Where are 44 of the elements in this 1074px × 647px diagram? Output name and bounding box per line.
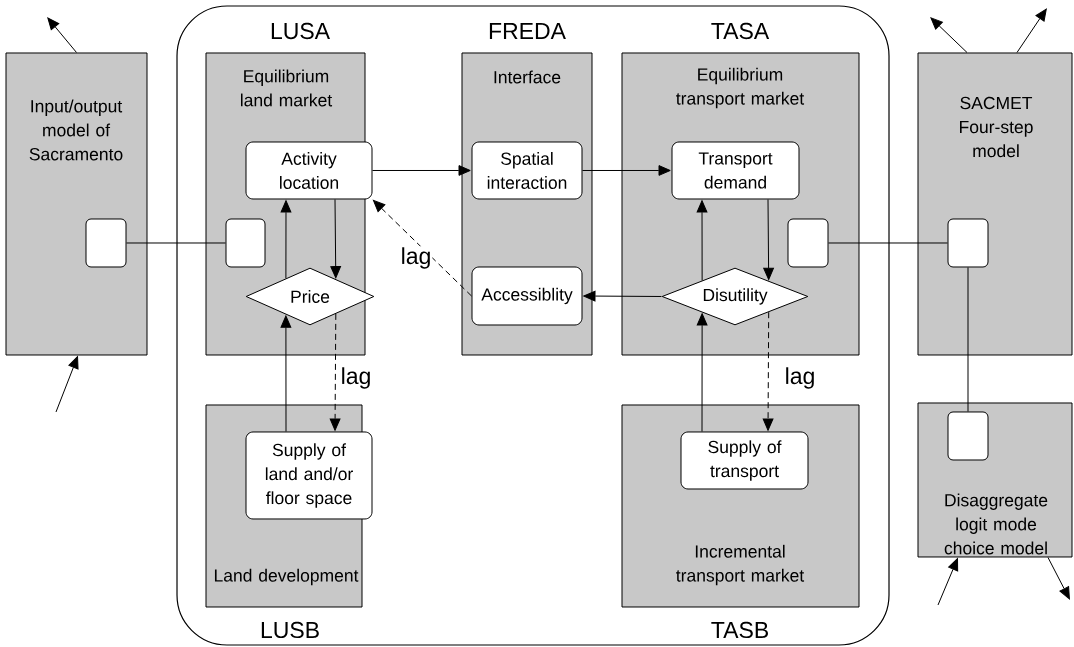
model-panel: Disaggregate logit mode choice model bbox=[917, 402, 1073, 558]
process-box: Activity location bbox=[245, 141, 373, 200]
edge-label: lag bbox=[399, 246, 433, 270]
arrow bbox=[372, 199, 472, 297]
system-label: TASB bbox=[711, 621, 768, 639]
arrow bbox=[330, 199, 342, 279]
arrow bbox=[696, 313, 708, 432]
model-panel: SACMET Four-step model bbox=[917, 52, 1073, 356]
system-frame bbox=[176, 5, 890, 646]
process-box: Supply of land and/or floor space bbox=[245, 431, 373, 520]
edge-label: lag bbox=[783, 366, 817, 390]
arrow bbox=[583, 290, 662, 302]
port-box bbox=[787, 218, 829, 268]
arrow bbox=[1016, 8, 1047, 53]
arrow bbox=[696, 200, 708, 281]
arrow bbox=[372, 165, 471, 176]
arrow bbox=[280, 315, 292, 432]
connector-line bbox=[828, 242, 948, 244]
arrow bbox=[763, 199, 774, 280]
arrow bbox=[329, 313, 341, 431]
arrow bbox=[55, 356, 79, 413]
system-label: FREDA bbox=[489, 23, 566, 39]
model-panel: Input/output model of Sacramento bbox=[5, 52, 148, 356]
connector-line bbox=[126, 242, 226, 244]
connector-line bbox=[967, 267, 969, 412]
arrow bbox=[582, 165, 671, 176]
port-box bbox=[947, 411, 989, 461]
edge-label: lag bbox=[339, 366, 373, 390]
system-label: LUSB bbox=[261, 621, 319, 639]
port-box bbox=[947, 218, 989, 268]
arrow bbox=[762, 311, 774, 431]
system-label: LUSA bbox=[271, 22, 330, 40]
process-box: Supply of transport bbox=[680, 431, 809, 490]
port-box bbox=[85, 218, 127, 268]
arrow bbox=[937, 558, 959, 606]
arrow bbox=[47, 17, 77, 53]
arrow bbox=[1047, 557, 1070, 600]
system-label: TASA bbox=[711, 22, 770, 40]
process-box: Accessiblity bbox=[471, 266, 583, 326]
arrow bbox=[280, 200, 292, 279]
process-box: Spatial interaction bbox=[471, 141, 583, 200]
process-box: Transport demand bbox=[671, 141, 800, 200]
port-box bbox=[225, 218, 266, 268]
arrow bbox=[930, 17, 968, 53]
